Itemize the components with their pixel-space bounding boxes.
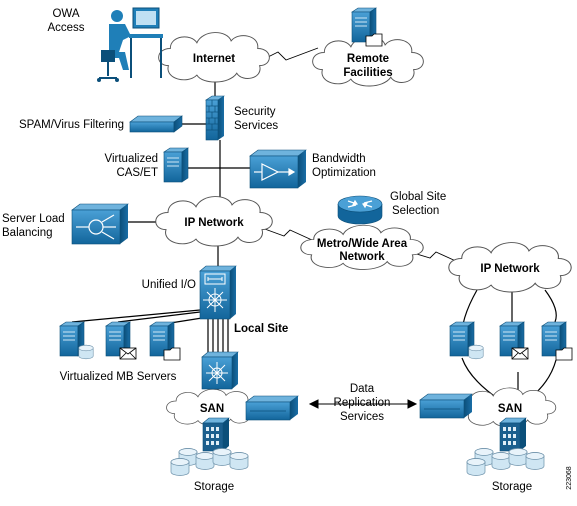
gss-router [337, 195, 383, 225]
disk-stack-icon [170, 458, 190, 476]
label-owa-access-2: Access [47, 22, 84, 34]
router-icon [347, 199, 373, 209]
label-global-site-1: Global Site [390, 191, 446, 203]
disk-stack-icon [525, 452, 545, 470]
figure-id: 223068 [566, 466, 573, 489]
mb-server-right-2 [499, 321, 529, 360]
replication-arrow [308, 399, 418, 409]
disk-stack-icon [229, 452, 249, 470]
san-switch [201, 351, 239, 390]
label-bandwidth-2: Optimization [312, 167, 376, 179]
label-data-rep-3: Services [340, 411, 384, 423]
spam-appliance [129, 115, 183, 133]
label-spam-filtering: SPAM/Virus Filtering [19, 119, 124, 131]
label-bandwidth-1: Bandwidth [312, 153, 366, 165]
storage-array-icon [202, 417, 230, 452]
label-unified-io: Unified I/O [142, 279, 196, 291]
folder-icon [365, 33, 383, 47]
label-metro-wan-2: Network [339, 251, 385, 263]
label-remote-2: Facilities [343, 67, 392, 79]
server-tower-icon [163, 147, 189, 183]
storage-array-icon [499, 417, 527, 452]
label-security-1: Security [234, 106, 276, 118]
load-balancer-icon [76, 214, 116, 240]
wan-optimizer [249, 149, 307, 189]
folder-icon [555, 347, 573, 361]
label-virtualized-mb: Virtualized MB Servers [60, 371, 177, 383]
label-san-right: SAN [498, 403, 522, 415]
switch-icon [203, 273, 227, 312]
label-storage-left: Storage [194, 481, 234, 493]
label-internet: Internet [193, 53, 235, 65]
label-data-rep-1: Data [350, 383, 375, 395]
label-security-2: Services [234, 120, 278, 132]
disk-stack-icon [212, 448, 232, 466]
load-balancer [71, 203, 129, 245]
storage-right [466, 417, 545, 476]
switch-icon [206, 362, 228, 384]
envelope-icon [119, 347, 137, 360]
mb-server-right-3 [541, 321, 573, 361]
label-san-left: SAN [200, 403, 224, 415]
mb-server-1 [59, 321, 94, 360]
label-metro-wan-1: Metro/Wide Area [317, 238, 408, 250]
label-local-site: Local Site [234, 323, 288, 335]
label-owa-access-1: OWA [52, 8, 79, 20]
label-virtualized-2: CAS/ET [116, 167, 158, 179]
cas-server [163, 147, 189, 183]
label-virtualized-1: Virtualized [105, 153, 159, 165]
disk-stack-icon [491, 452, 511, 470]
disk-stack-icon [468, 344, 484, 360]
disk-stack-icon [195, 452, 215, 470]
mb-server-right-1 [449, 321, 484, 360]
label-ip-network-right: IP Network [480, 263, 540, 275]
label-data-rep-2: Replication [334, 397, 391, 409]
disk-stack-icon [466, 458, 486, 476]
label-server-lb-1: Server Load [2, 213, 65, 225]
appliance-icon [129, 115, 183, 133]
label-storage-right: Storage [492, 481, 532, 493]
mb-server-3 [149, 321, 181, 361]
disk-stack-icon [78, 344, 94, 360]
label-server-lb-2: Balancing [2, 227, 53, 239]
remote-server [351, 7, 383, 47]
folder-icon [163, 347, 181, 361]
label-remote-1: Remote [347, 53, 389, 65]
firewall-icon [205, 95, 225, 141]
envelope-icon [511, 347, 529, 360]
label-ip-network-left: IP Network [184, 217, 244, 229]
label-global-site-2: Selection [392, 205, 439, 217]
mb-server-2 [105, 321, 137, 360]
storage-left [170, 417, 249, 476]
user-at-computer-icon [97, 7, 163, 82]
replication-appliance-left [245, 395, 299, 421]
wan-optimizer-icon [254, 163, 296, 181]
disk-stack-icon [508, 448, 528, 466]
replication-appliance-right [419, 393, 473, 419]
unified-io-switch [199, 265, 237, 320]
